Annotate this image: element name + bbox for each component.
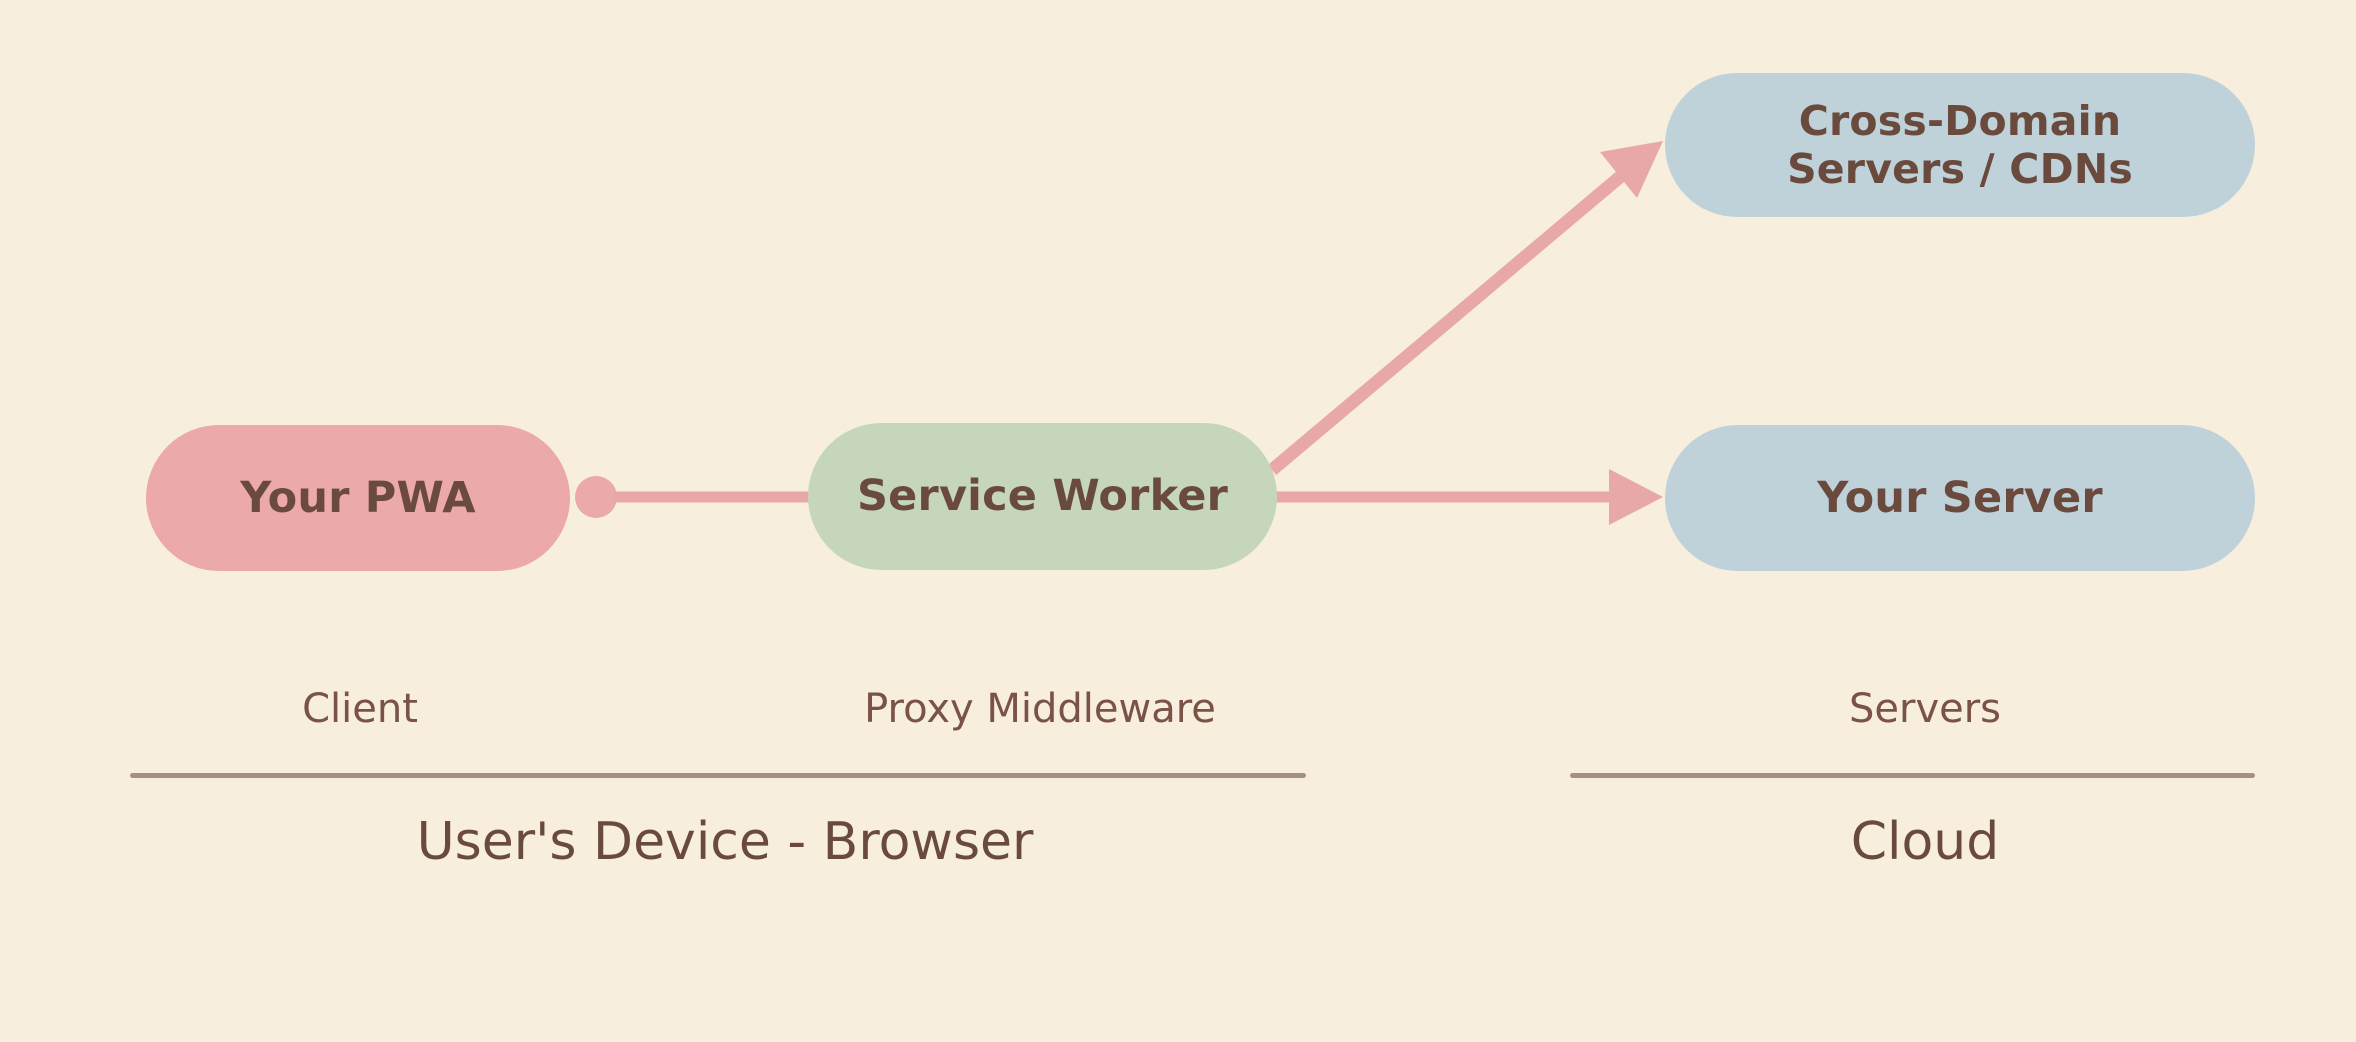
node-service-worker[interactable]: Service Worker: [808, 423, 1277, 570]
divider-users-device: [130, 773, 1306, 778]
node-your-pwa-label: Your PWA: [240, 472, 476, 523]
edge-source-dot: [575, 476, 617, 518]
edge-line-sw-cdn: [1267, 171, 1626, 475]
zone-caption-proxy-middleware: Proxy Middleware: [864, 686, 1216, 732]
arrowhead-your-server: [1609, 469, 1663, 525]
zone-title-users-device-browser: User's Device - Browser: [416, 812, 1034, 872]
zone-caption-servers: Servers: [1848, 686, 2002, 732]
node-service-worker-label: Service Worker: [857, 471, 1228, 522]
edge-service-worker-to-cross-domain: [1267, 141, 1663, 475]
divider-cloud: [1570, 773, 2255, 778]
edge-pwa-to-service-worker: [575, 476, 812, 518]
zone-caption-client: Client: [302, 686, 418, 732]
arrowhead-cross-domain: [1600, 141, 1663, 198]
node-your-server[interactable]: Your Server: [1665, 425, 2255, 571]
node-cross-domain-servers-label: Cross-Domain Servers / CDNs: [1787, 96, 2133, 193]
node-your-pwa[interactable]: Your PWA: [146, 425, 570, 571]
edge-service-worker-to-your-server: [1275, 469, 1663, 525]
zone-title-cloud: Cloud: [1850, 812, 2000, 872]
node-your-server-label: Your Server: [1817, 472, 2103, 523]
node-cross-domain-servers[interactable]: Cross-Domain Servers / CDNs: [1665, 73, 2255, 217]
